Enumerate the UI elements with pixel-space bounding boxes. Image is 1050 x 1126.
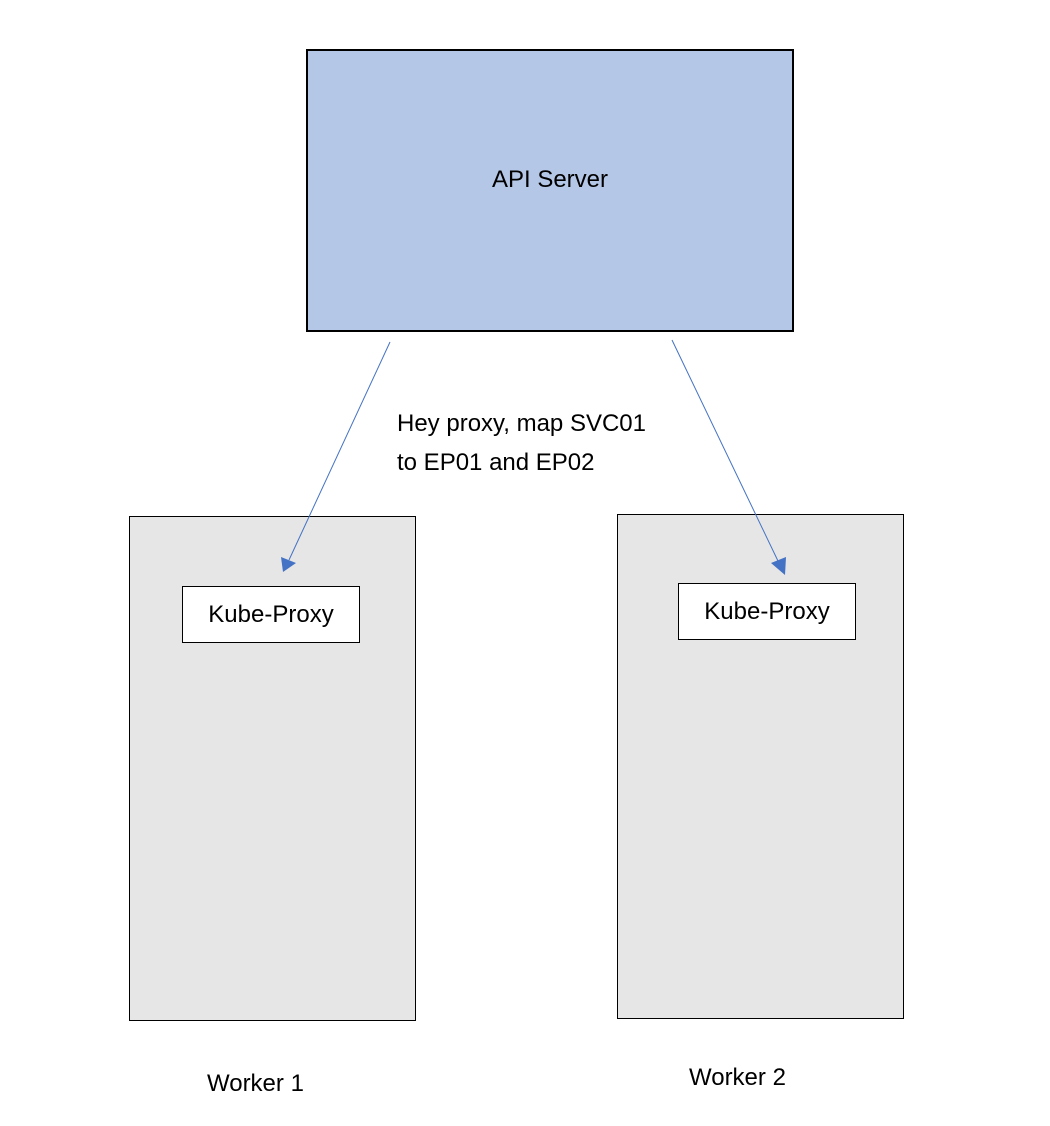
worker-2-kube-proxy-box: Kube-Proxy	[678, 583, 856, 640]
worker-1-label: Worker 1	[207, 1070, 304, 1097]
api-server-message: Hey proxy, map SVC01 to EP01 and EP02	[397, 404, 717, 482]
message-line-2: to EP01 and EP02	[397, 449, 595, 476]
message-line-1: Hey proxy, map SVC01	[397, 410, 646, 437]
api-server-label: API Server	[491, 166, 609, 193]
worker-1-kube-proxy-label: Kube-Proxy	[208, 600, 334, 628]
worker-2-label: Worker 2	[689, 1064, 786, 1091]
api-server-box: API Server	[306, 49, 794, 332]
worker-2-kube-proxy-label: Kube-Proxy	[704, 597, 830, 625]
worker-1-kube-proxy-box: Kube-Proxy	[182, 586, 360, 643]
